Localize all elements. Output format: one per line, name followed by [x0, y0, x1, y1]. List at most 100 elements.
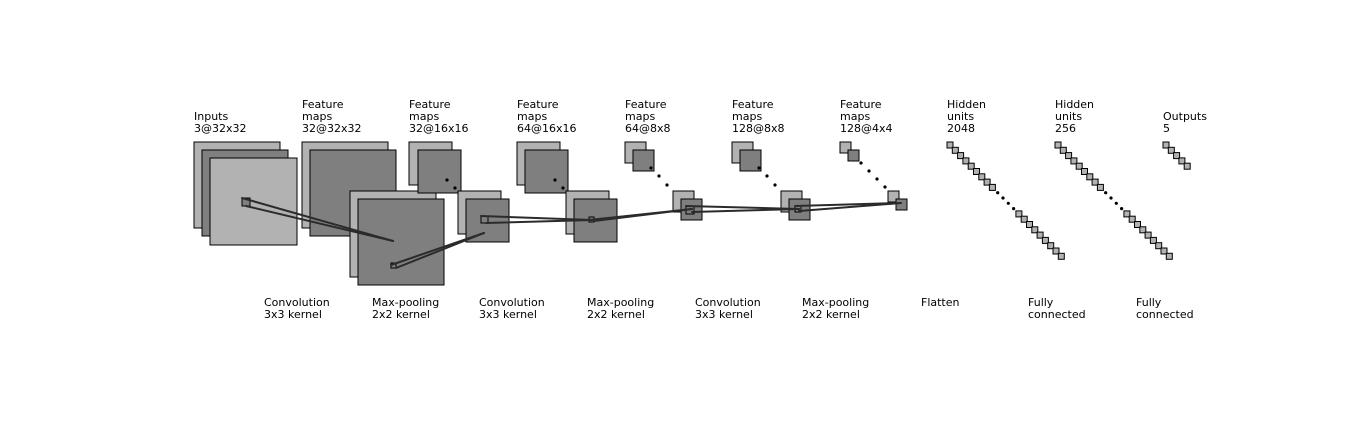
hidden-unit-2048 — [1036, 231, 1044, 239]
feature-map-l6-back — [839, 141, 852, 154]
operation-label-line: 2x2 kernel — [587, 308, 645, 321]
layer-label-line: Hidden — [947, 98, 986, 111]
operation-label-7: Flatten — [921, 296, 960, 309]
layer-label-line: 32@16x16 — [409, 122, 469, 135]
layer-label-line: maps — [625, 110, 655, 123]
operation-label-line: 3x3 kernel — [264, 308, 322, 321]
ellipsis-dot — [657, 174, 661, 178]
connection-line — [241, 197, 394, 242]
operation-label-line: connected — [1028, 308, 1086, 321]
hidden-unit-2048 — [1020, 215, 1028, 223]
hidden-unit-256 — [1086, 173, 1094, 181]
hidden-unit-256 — [1123, 210, 1131, 218]
connection-line — [798, 202, 902, 212]
feature-map-l5-front — [739, 149, 762, 172]
hidden-unit-256 — [1128, 215, 1136, 223]
hidden-unit-2048 — [1052, 247, 1060, 255]
operation-label-line: Convolution — [479, 296, 545, 309]
operation-label-line: 3x3 kernel — [695, 308, 753, 321]
layer-label-line: maps — [302, 110, 332, 123]
ellipsis-dot — [553, 178, 557, 182]
hidden-unit-256 — [1134, 221, 1141, 228]
ellipsis-dot — [996, 191, 1000, 195]
layer-label-line: 256 — [1055, 122, 1076, 135]
operation-label-line: Convolution — [264, 296, 330, 309]
operation-label-line: Convolution — [695, 296, 761, 309]
layer-label-line: Feature — [732, 98, 774, 111]
hidden-unit-256 — [1155, 242, 1163, 250]
ellipsis-dot — [453, 186, 457, 190]
layer-label-line: 128@8x8 — [732, 122, 785, 135]
hidden-unit-2048 — [988, 183, 996, 191]
hidden-unit-2048 — [978, 173, 986, 181]
connection-line — [480, 215, 593, 221]
ellipsis-dot — [883, 185, 887, 189]
operation-label-line: Max-pooling — [587, 296, 654, 309]
connection-line — [245, 205, 394, 242]
connection-line — [395, 232, 485, 269]
operation-label-line: Max-pooling — [372, 296, 439, 309]
operation-label-line: 3x3 kernel — [479, 308, 537, 321]
ellipsis-dot — [1006, 201, 1010, 205]
connection-line — [593, 208, 693, 222]
hidden-unit-2048 — [1047, 242, 1055, 250]
ellipsis-dot — [445, 178, 449, 182]
feature-map-l6b-front — [895, 198, 908, 211]
ellipsis-dot — [859, 161, 863, 165]
ellipsis-dot — [1109, 196, 1113, 200]
connection-line — [691, 208, 800, 213]
output-unit — [1162, 141, 1170, 149]
layer-label-line: Feature — [625, 98, 667, 111]
feature-map-l3-front — [524, 149, 569, 194]
hidden-unit-256 — [1149, 236, 1157, 244]
layer-label-line: Outputs — [1163, 110, 1207, 123]
hidden-unit-2048 — [946, 141, 954, 149]
hidden-unit-2048 — [962, 157, 970, 165]
layer-label-line: Feature — [517, 98, 559, 111]
layer-label-line: maps — [840, 110, 870, 123]
hidden-unit-256 — [1081, 168, 1088, 175]
ellipsis-dot — [1120, 207, 1124, 211]
layer-label-line: maps — [409, 110, 439, 123]
ellipsis-dot — [757, 166, 761, 170]
output-unit — [1173, 152, 1181, 160]
hidden-unit-2048 — [951, 146, 959, 154]
hidden-unit-2048 — [967, 162, 975, 170]
diagram-shapes — [193, 141, 1191, 286]
ellipsis-dot — [765, 174, 769, 178]
hidden-unit-2048 — [973, 168, 980, 175]
ellipsis-dot — [1001, 196, 1005, 200]
feature-map-l6b-back — [887, 190, 900, 203]
output-unit — [1178, 157, 1186, 165]
ellipsis-dot — [867, 169, 871, 173]
layer-label-line: Hidden — [1055, 98, 1094, 111]
ellipsis-dot — [561, 186, 565, 190]
ellipsis-dot — [1104, 191, 1108, 195]
ellipsis-dot — [1012, 207, 1016, 211]
layer-label-line: Feature — [409, 98, 451, 111]
ellipsis-dot — [665, 183, 669, 187]
layer-label-line: maps — [517, 110, 547, 123]
layer-label-line: units — [1055, 110, 1082, 123]
hidden-unit-256 — [1139, 226, 1147, 234]
hidden-unit-256 — [1075, 162, 1083, 170]
operation-label-line: Fully — [1028, 296, 1054, 309]
hidden-unit-2048 — [983, 178, 991, 186]
ellipsis-dot — [649, 166, 653, 170]
feature-map-l4-front — [632, 149, 655, 172]
hidden-unit-256 — [1059, 146, 1067, 154]
ellipsis-dot — [773, 183, 777, 187]
